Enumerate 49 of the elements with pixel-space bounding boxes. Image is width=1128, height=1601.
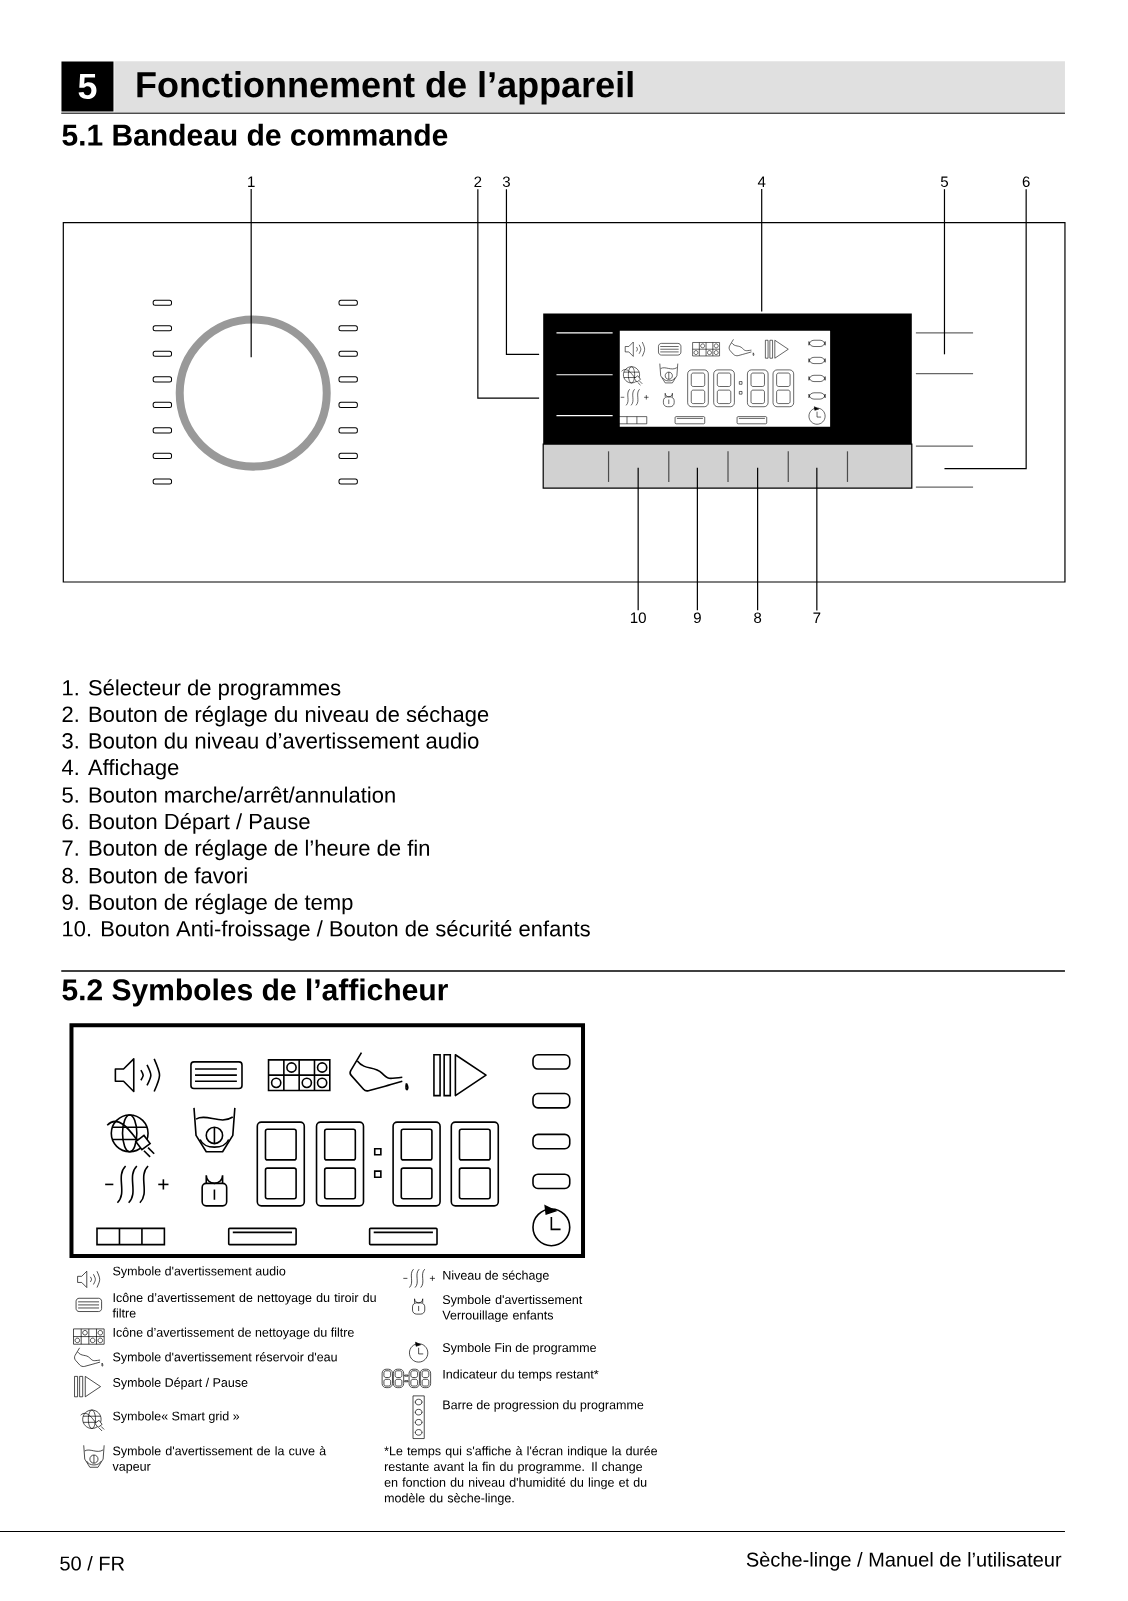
list-item: 5. Bouton marche/arrêt/annulation (62, 786, 395, 803)
leader-line (505, 188, 540, 355)
legend-text: Symbole d'avertissement Verrouillage enfants (442, 1294, 583, 1323)
callout-number: 8 (754, 612, 761, 624)
callout-number: 2 (474, 176, 482, 187)
legend-text: Icône d’avertissement de nettoyage du filtre (113, 1327, 354, 1340)
page-title: Fonctionnement de l’appareil (137, 71, 633, 105)
list-item: 2. Bouton de réglage du niveau de séchage (62, 705, 489, 727)
legend-text: Symbole« Smart grid » (112, 1411, 240, 1423)
callout-number: 6 (1022, 176, 1030, 188)
list-item: 10. Bouton Anti-froissage / Bouton de sécurité enfants (63, 920, 590, 941)
callout-number: 9 (693, 612, 701, 624)
leader-line (756, 467, 759, 611)
page-number: 50 / FR (60, 1555, 124, 1571)
leader-line (943, 188, 945, 355)
callout-number: 3 (502, 176, 510, 188)
footnote: *Le temps qui s'affiche à l'écran indique la durée restante avant la fin du programme. Il change en fonction du niveau d'humidité du linge et du modèle du sèche-linge. (384, 1446, 657, 1505)
list-item: 1. Sélecteur de programmes (63, 679, 341, 700)
legend-text: Barre de progression du programme (443, 1400, 644, 1412)
callout-number: 4 (757, 176, 766, 187)
leader-line (816, 467, 818, 611)
callout-number: 5 (940, 176, 948, 187)
list-item: 6. Bouton Départ / Pause (62, 812, 310, 834)
leader-line (761, 188, 763, 313)
list-item: 9. Bouton de réglage de temp (62, 893, 353, 915)
legend-text: Niveau de séchage (443, 1270, 549, 1283)
callout-number: 7 (813, 612, 821, 623)
legend-text: Icône d’avertissement de nettoyage du tiroir du filtre (112, 1292, 376, 1318)
legend-text: Symbole d'avertissement de la cuve à vapeur (112, 1446, 326, 1474)
leader-line (696, 467, 698, 611)
list-item: 8. Bouton de favori (62, 867, 247, 884)
list-item: 4. Affichage (61, 759, 179, 780)
list-item: 7. Bouton de réglage de l’heure de fin (62, 839, 429, 861)
legend-text: Symbole d'avertissement audio (112, 1266, 286, 1278)
section-number: 5 (61, 61, 114, 112)
section-heading: 5.1 Bandeau de commande (62, 123, 448, 146)
leader-line (943, 188, 1027, 470)
callout-number: 1 (248, 176, 255, 187)
legend-text: Symbole d'avertissement réservoir d'eau (112, 1352, 337, 1364)
callout-number: 10 (630, 612, 646, 624)
leader-line (637, 467, 639, 611)
section-heading: 5.2 Symboles de l’afficheur (62, 978, 448, 1007)
leader-line (477, 188, 540, 399)
legend-text: Symbole Fin de programme (442, 1342, 596, 1355)
leader-line (250, 188, 252, 358)
legend-text: Indicateur du temps restant* (443, 1369, 599, 1382)
list-item: 3. Bouton du niveau d’avertissement audio (62, 732, 479, 749)
legend-text: Symbole Départ / Pause (112, 1377, 248, 1390)
footer-text: Sèche-linge / Manuel de l’utilisateur (746, 1551, 1062, 1571)
